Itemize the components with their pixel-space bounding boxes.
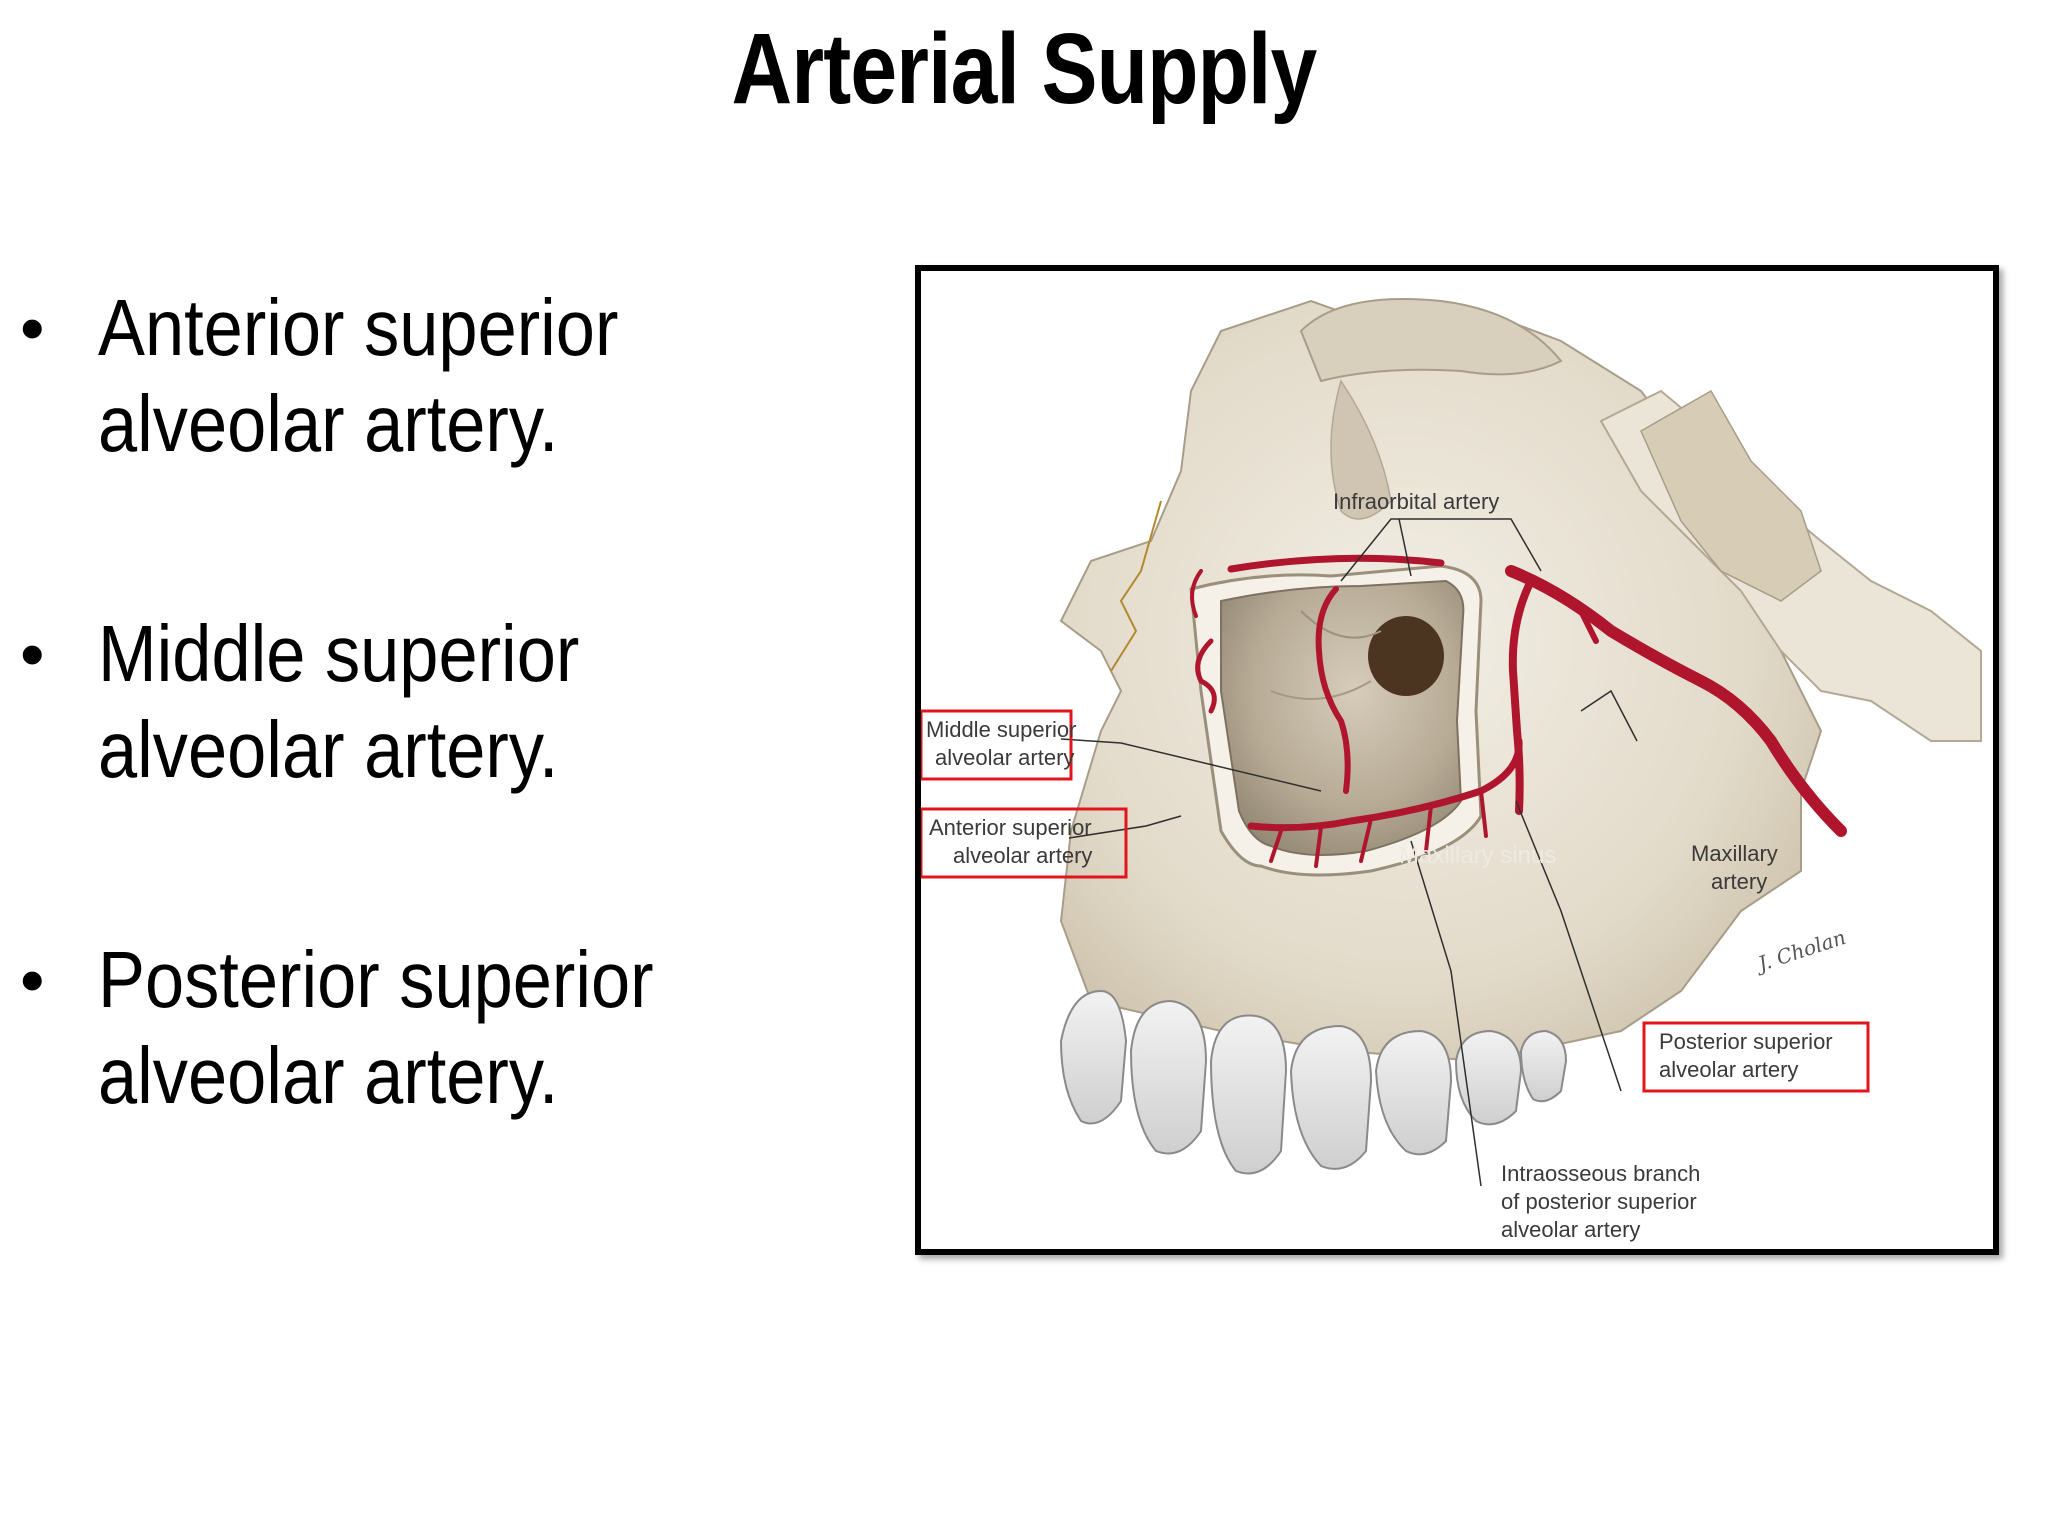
artist-signature: J. Cholan: [1751, 925, 1848, 977]
label-middle-line2: alveolar artery: [935, 745, 1074, 770]
maxillary-sinus: [1189, 564, 1483, 877]
slide-title: Arterial Supply: [731, 13, 1318, 125]
maxillary-teeth: [1059, 989, 1568, 1175]
label-intraosseous-line3: alveolar artery: [1501, 1217, 1640, 1242]
maxilla-illustration: Infraorbital artery Middle superior alve…: [921, 298, 1982, 1242]
label-infraorbital-artery: Infraorbital artery: [1333, 489, 1499, 514]
label-maxillary-line1: Maxillary: [1691, 841, 1778, 866]
bullet-marker: •: [20, 289, 45, 367]
label-anterior-line1: Anterior superior: [929, 815, 1092, 840]
highlight-box-anterior: [921, 807, 1128, 879]
bullet-text: Posterior superior alveolar artery.: [98, 935, 654, 1120]
label-middle-line1: Middle superior: [926, 717, 1076, 742]
label-intraosseous-line1: Intraosseous branch: [1501, 1161, 1700, 1186]
label-anterior-line2: alveolar artery: [953, 843, 1092, 868]
highlight-box-posterior: [1642, 1021, 1870, 1093]
bullet-text: Middle superior alveolar artery.: [98, 609, 580, 794]
label-leader-lines: [1060, 518, 1638, 1187]
label-posterior-line1: Posterior superior: [1659, 1029, 1833, 1054]
bullet-marker: •: [20, 941, 45, 1019]
label-maxillary-line2: artery: [1711, 869, 1767, 894]
bullet-text: Anterior superior alveolar artery.: [98, 283, 619, 468]
label-maxillary-sinus: Maxillary sinus: [1399, 842, 1556, 869]
artery-network: [1190, 554, 1847, 868]
bullet-marker: •: [20, 615, 45, 693]
anatomy-figure-frame: Infraorbital artery Middle superior alve…: [915, 265, 1999, 1255]
label-posterior-line2: alveolar artery: [1659, 1057, 1798, 1082]
highlight-box-middle: [921, 709, 1073, 781]
label-intraosseous-line2: of posterior superior: [1501, 1189, 1697, 1214]
